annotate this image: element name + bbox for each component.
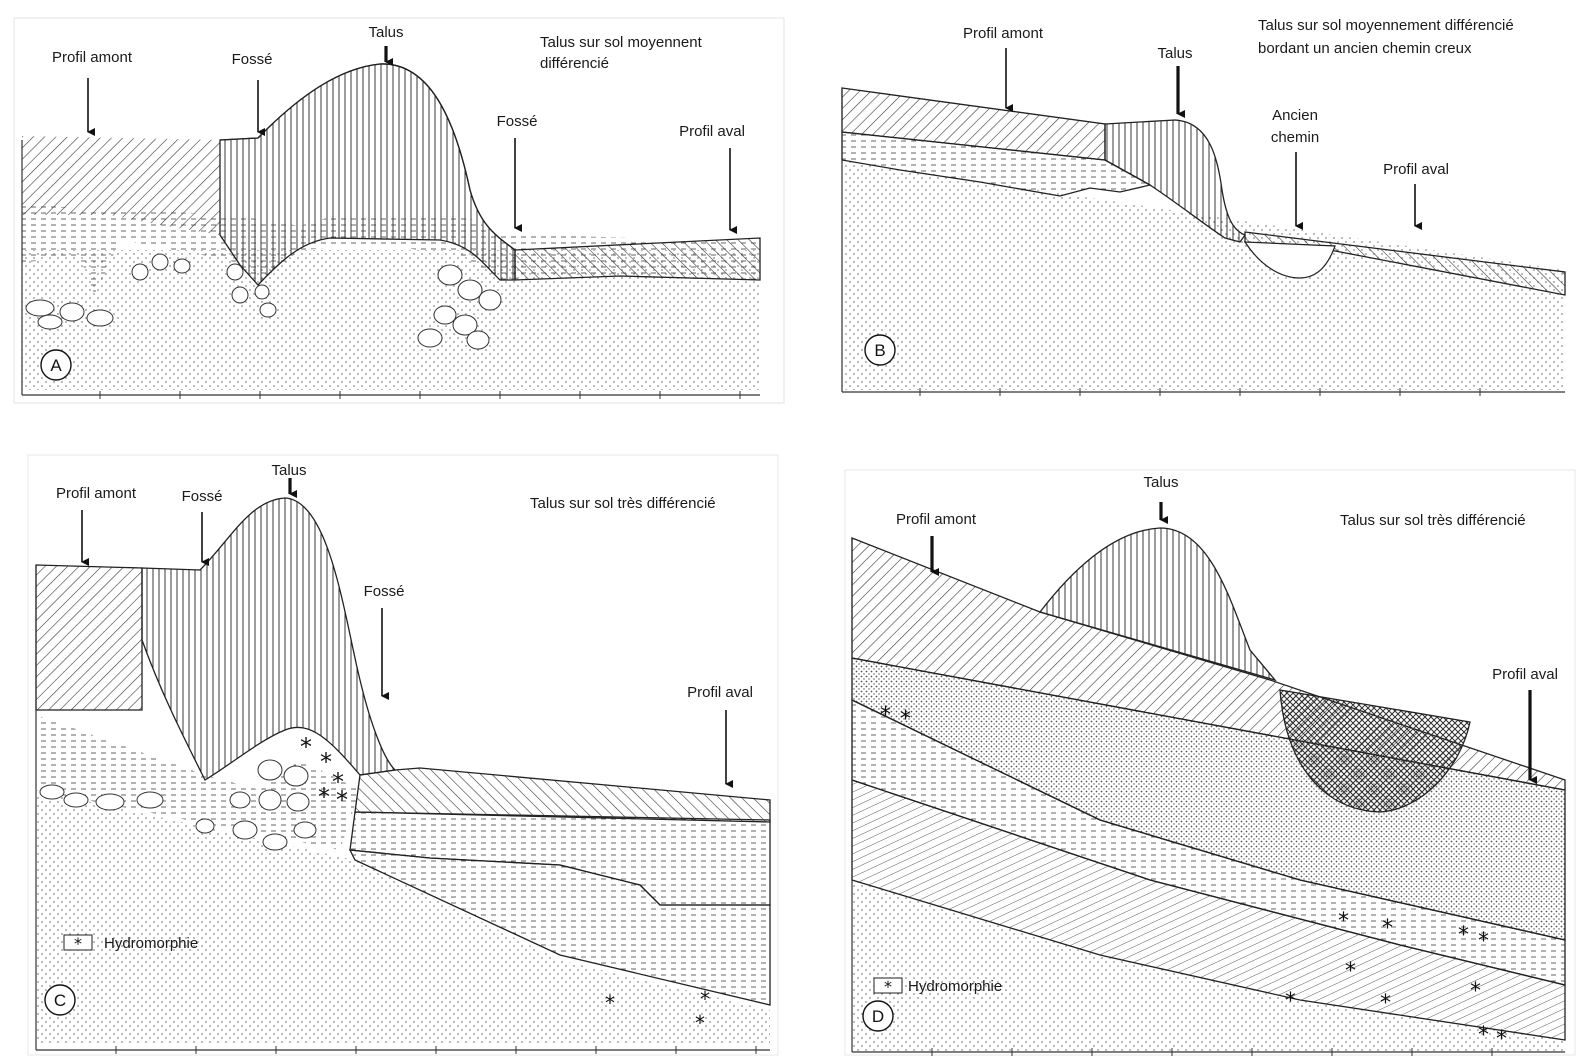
- panel-d-letter-circle: [862, 1000, 894, 1032]
- panel-b-letter-circle: [864, 334, 896, 366]
- svg-text:*: *: [1345, 959, 1356, 984]
- panel-d-pit: [1279, 689, 1471, 813]
- panel-c-ticks: [115, 1046, 757, 1054]
- svg-text:*: *: [605, 991, 615, 1015]
- panel-c-substrate: [36, 790, 770, 1045]
- panel-d-ticks: [931, 1048, 1493, 1056]
- panel-d-legend-label: Hydromorphie: [908, 978, 1002, 995]
- panel-b-profil-amont-label: Profil amont: [963, 25, 1044, 42]
- panel-b-profil-aval-label: Profil aval: [1383, 161, 1449, 178]
- panel-a-profil-amont-label: Profil amont: [52, 49, 133, 66]
- panel-c-legend: * Hydromorphie: [63, 934, 198, 953]
- panel-d-legend-swatch: [873, 977, 903, 994]
- svg-text:*: *: [1470, 979, 1481, 1004]
- panel-b-substrate: [842, 160, 1565, 390]
- svg-text:*: *: [320, 748, 332, 776]
- panel-d: * * * * * * * * * * * * Profil amont Talus Prof…: [844, 469, 1576, 1056]
- panel-c-legend-label: Hydromorphie: [104, 935, 198, 952]
- svg-text:*: *: [695, 1011, 705, 1035]
- svg-text:*: *: [318, 783, 330, 811]
- panel-b: Profil amont Talus Ancien chemin Profil …: [841, 17, 1566, 396]
- panel-a-title-line2: différencié: [540, 55, 609, 72]
- panel-a-topsoil-right: [514, 237, 761, 281]
- svg-text:*: *: [1380, 991, 1391, 1016]
- panel-a-substrate: [22, 250, 760, 390]
- panel-b-title-line2: bordant un ancien chemin creux: [1258, 40, 1472, 57]
- panel-a-letter: A: [50, 356, 62, 375]
- svg-text:*: *: [700, 987, 710, 1011]
- panel-c-legend-swatch: [63, 934, 93, 951]
- svg-text:*: *: [900, 707, 911, 732]
- panel-c-talus-label: Talus: [271, 462, 306, 479]
- panel-a-letter-circle: [40, 349, 72, 381]
- panel-d-talus-label: Talus: [1143, 474, 1178, 491]
- svg-text:*: *: [300, 733, 312, 761]
- panel-b-letter: B: [874, 341, 885, 360]
- svg-text:*: *: [1338, 909, 1349, 934]
- panel-c-stones: [39, 759, 317, 851]
- panel-c-letter-circle: [44, 984, 76, 1016]
- svg-text:*: *: [1382, 916, 1393, 941]
- svg-text:*: *: [1478, 929, 1489, 954]
- panel-d-profil-amont-label: Profil amont: [896, 511, 977, 528]
- panel-d-profil-aval-label: Profil aval: [1492, 666, 1558, 683]
- panel-c-e-horizon: [36, 715, 360, 850]
- svg-text:*: *: [1458, 923, 1469, 948]
- panel-c-topsoil-right: [354, 767, 771, 823]
- svg-text:*: *: [332, 768, 344, 796]
- panel-c-title-line1: Talus sur sol très différencié: [530, 495, 716, 512]
- panel-b-ticks: [919, 388, 1481, 396]
- svg-text:*: *: [336, 786, 348, 814]
- panel-c-hydromorphie-marks: *** ** ** *: [300, 733, 710, 1035]
- panel-c: *** ** ** * Profil amont Fossé Talus Fos…: [27, 454, 779, 1056]
- panel-c-topsoil-left: [35, 564, 143, 711]
- panel-a-talus-outline: [219, 63, 516, 251]
- panel-d-title-line1: Talus sur sol très différencié: [1340, 512, 1526, 529]
- panel-c-fosse2-label: Fossé: [364, 583, 405, 600]
- panel-c-letter: C: [54, 991, 66, 1010]
- panel-c-legend-asterisk-icon: *: [74, 934, 82, 953]
- panel-d-legend: * Hydromorphie: [873, 977, 1002, 996]
- panel-b-ancien-chemin-fill: [1243, 241, 1336, 279]
- svg-text:*: *: [1496, 1027, 1507, 1052]
- panel-b-ancien-line1: Ancien: [1272, 107, 1318, 124]
- panel-a-fosse1-label: Fossé: [232, 51, 273, 68]
- panel-d-legend-asterisk-icon: *: [884, 977, 892, 996]
- panel-a-title-line1: Talus sur sol moyennent: [540, 34, 703, 51]
- panel-c-b-horizon: [349, 811, 771, 906]
- panel-a-talus-label: Talus: [368, 24, 403, 41]
- panel-d-talus: [1038, 527, 1277, 682]
- panel-a-ticks: [99, 391, 741, 399]
- panel-c-fosse1-label: Fossé: [182, 488, 223, 505]
- svg-text:*: *: [1478, 1023, 1489, 1048]
- panel-d-letter: D: [872, 1007, 884, 1026]
- panel-b-talus: [1104, 119, 1247, 243]
- panel-d-hydromorphie-marks: * * * * * * * * * * * *: [880, 703, 1507, 1052]
- panel-a: Profil amont Fossé Talus Fossé Profil av…: [13, 17, 785, 404]
- panel-c-talus: [141, 497, 397, 781]
- svg-text:*: *: [1285, 989, 1296, 1014]
- panel-b-talus-label: Talus: [1157, 45, 1192, 62]
- svg-text:*: *: [880, 703, 891, 728]
- panel-a-profil-aval-label: Profil aval: [679, 123, 745, 140]
- panel-a-stones: [25, 253, 502, 350]
- panel-a-topsoil-left: [22, 136, 220, 235]
- panel-b-title-line1: Talus sur sol moyennement différencié: [1258, 17, 1514, 34]
- panel-b-ancien-line2: chemin: [1271, 129, 1319, 146]
- panel-a-fosse2-label: Fossé: [497, 113, 538, 130]
- panel-d-substrate: [852, 880, 1565, 1052]
- panel-c-profil-aval-label: Profil aval: [687, 684, 753, 701]
- panel-c-profil-amont-label: Profil amont: [56, 485, 137, 502]
